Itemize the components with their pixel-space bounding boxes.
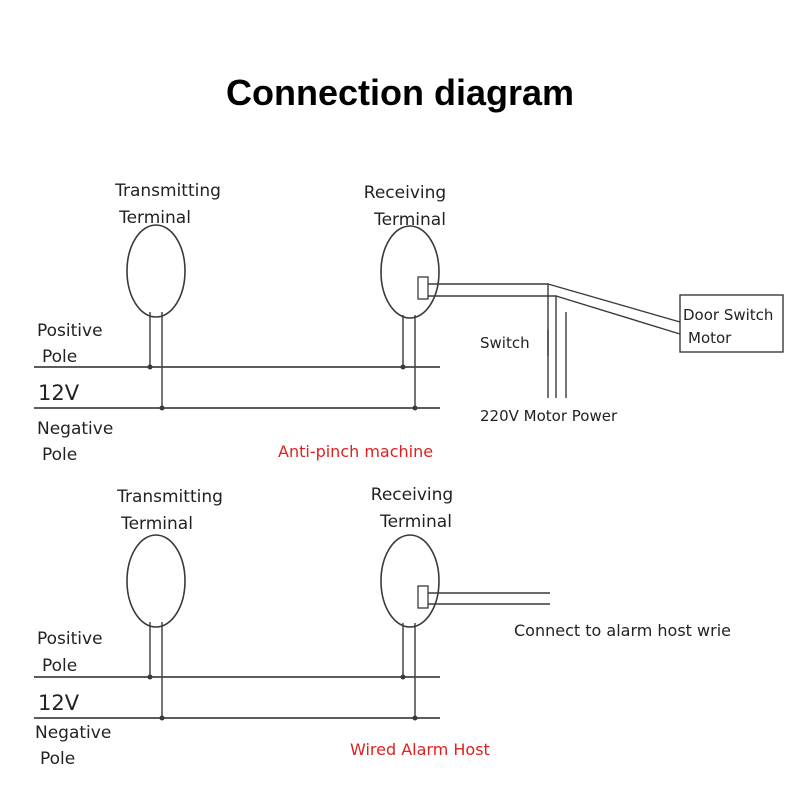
top-positive-label-line1: Positive (37, 321, 103, 341)
bottom-negative-label-line1: Negative (35, 723, 111, 743)
top-receiver-relay-box (417, 276, 429, 300)
bottom-voltage-label: 12V (38, 691, 80, 715)
bottom-alarm-connect-label: Connect to alarm host wrie (514, 621, 731, 640)
top-transmitting-label-line2: Terminal (118, 208, 191, 228)
bottom-diagram-caption: Wired Alarm Host (350, 740, 490, 759)
bottom-transmitting-label-line1: Transmitting (116, 487, 223, 507)
bottom-transmitter-sensor (126, 534, 186, 628)
top-junction-dot (412, 405, 418, 411)
top-motor-label: Motor (688, 329, 732, 347)
top-voltage-label: 12V (38, 381, 80, 405)
bottom-positive-label-line2: Pole (42, 656, 77, 676)
top-junction-dot (400, 364, 406, 370)
top-diagram-caption: Anti-pinch machine (278, 442, 433, 461)
bottom-receiving-label-line2: Terminal (379, 512, 452, 532)
bottom-junction-dot (400, 674, 406, 680)
bottom-junction-dot (159, 715, 165, 721)
top-junction-dot (147, 364, 153, 370)
top-diagram: Transmitting Terminal Receiving Terminal… (34, 181, 784, 465)
top-receiver-sensor (380, 225, 440, 319)
top-motor-wire-1 (547, 283, 681, 323)
top-negative-label-line2: Pole (42, 445, 77, 465)
top-door-switch-motor-box (679, 294, 784, 353)
bottom-transmitting-label-line2: Terminal (120, 514, 193, 534)
top-transmitting-label-line1: Transmitting (114, 181, 221, 201)
bottom-diagram: Transmitting Terminal Receiving Terminal… (34, 485, 731, 769)
top-switch-label: Switch (480, 334, 530, 352)
top-receiving-label-line1: Receiving (364, 183, 446, 203)
bottom-positive-label-line1: Positive (37, 629, 103, 649)
bottom-receiver-relay-box (417, 585, 429, 609)
bottom-negative-label-line2: Pole (40, 749, 75, 769)
top-positive-label-line2: Pole (42, 347, 77, 367)
top-motor-power-label: 220V Motor Power (480, 407, 618, 425)
bottom-receiver-sensor (380, 534, 440, 628)
top-transmitter-sensor (126, 224, 186, 318)
bottom-receiving-label-line1: Receiving (371, 485, 453, 505)
diagram-title: Connection diagram (225, 72, 575, 113)
top-door-switch-label: Door Switch (683, 306, 773, 324)
bottom-junction-dot (147, 674, 153, 680)
top-motor-wire-2 (555, 295, 681, 335)
top-negative-label-line1: Negative (37, 419, 113, 439)
bottom-junction-dot (412, 715, 418, 721)
top-receiving-label-line2: Terminal (373, 210, 446, 230)
top-junction-dot (159, 405, 165, 411)
